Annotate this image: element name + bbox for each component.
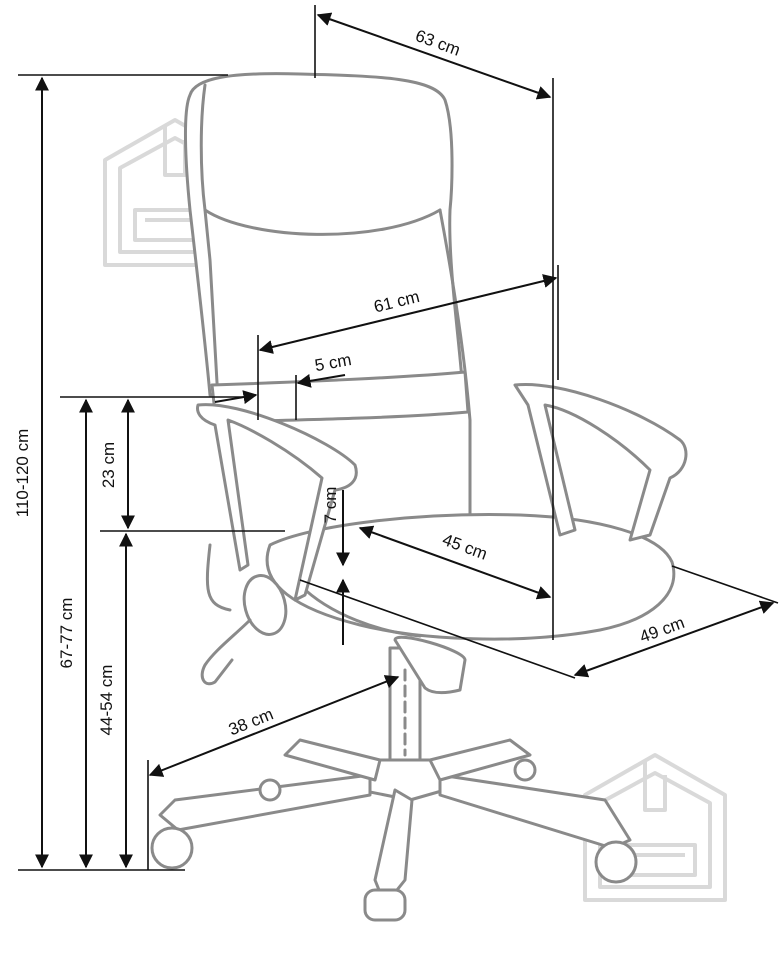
label-67-77: 67-77 cm <box>57 598 76 669</box>
label-23: 23 cm <box>99 442 118 488</box>
caster-right <box>594 840 638 884</box>
seat <box>265 513 676 641</box>
label-49: 49 cm <box>637 613 687 647</box>
dim-line-5-a <box>214 390 258 405</box>
dim-line-63 <box>316 12 552 100</box>
dim-line-61 <box>258 274 558 354</box>
label-7: 7 cm <box>321 487 340 524</box>
caster-left <box>150 826 194 870</box>
chair-outline <box>150 72 688 922</box>
extension-lines <box>18 5 779 871</box>
tilt-knob <box>242 574 288 636</box>
chair-base <box>150 738 638 922</box>
left-armrest <box>196 403 358 602</box>
lift-cover <box>393 635 467 695</box>
right-armrest <box>513 382 688 542</box>
dimension-lines <box>35 12 775 869</box>
label-110-120: 110-120 cm <box>13 429 32 518</box>
dim-line-5-b <box>296 373 346 388</box>
label-63: 63 cm <box>413 26 463 60</box>
caster-front <box>363 888 407 922</box>
dim-line-49 <box>573 600 775 678</box>
label-44-54: 44-54 cm <box>97 665 116 736</box>
dim-line-38 <box>148 675 400 777</box>
dim-line-45 <box>358 525 552 600</box>
